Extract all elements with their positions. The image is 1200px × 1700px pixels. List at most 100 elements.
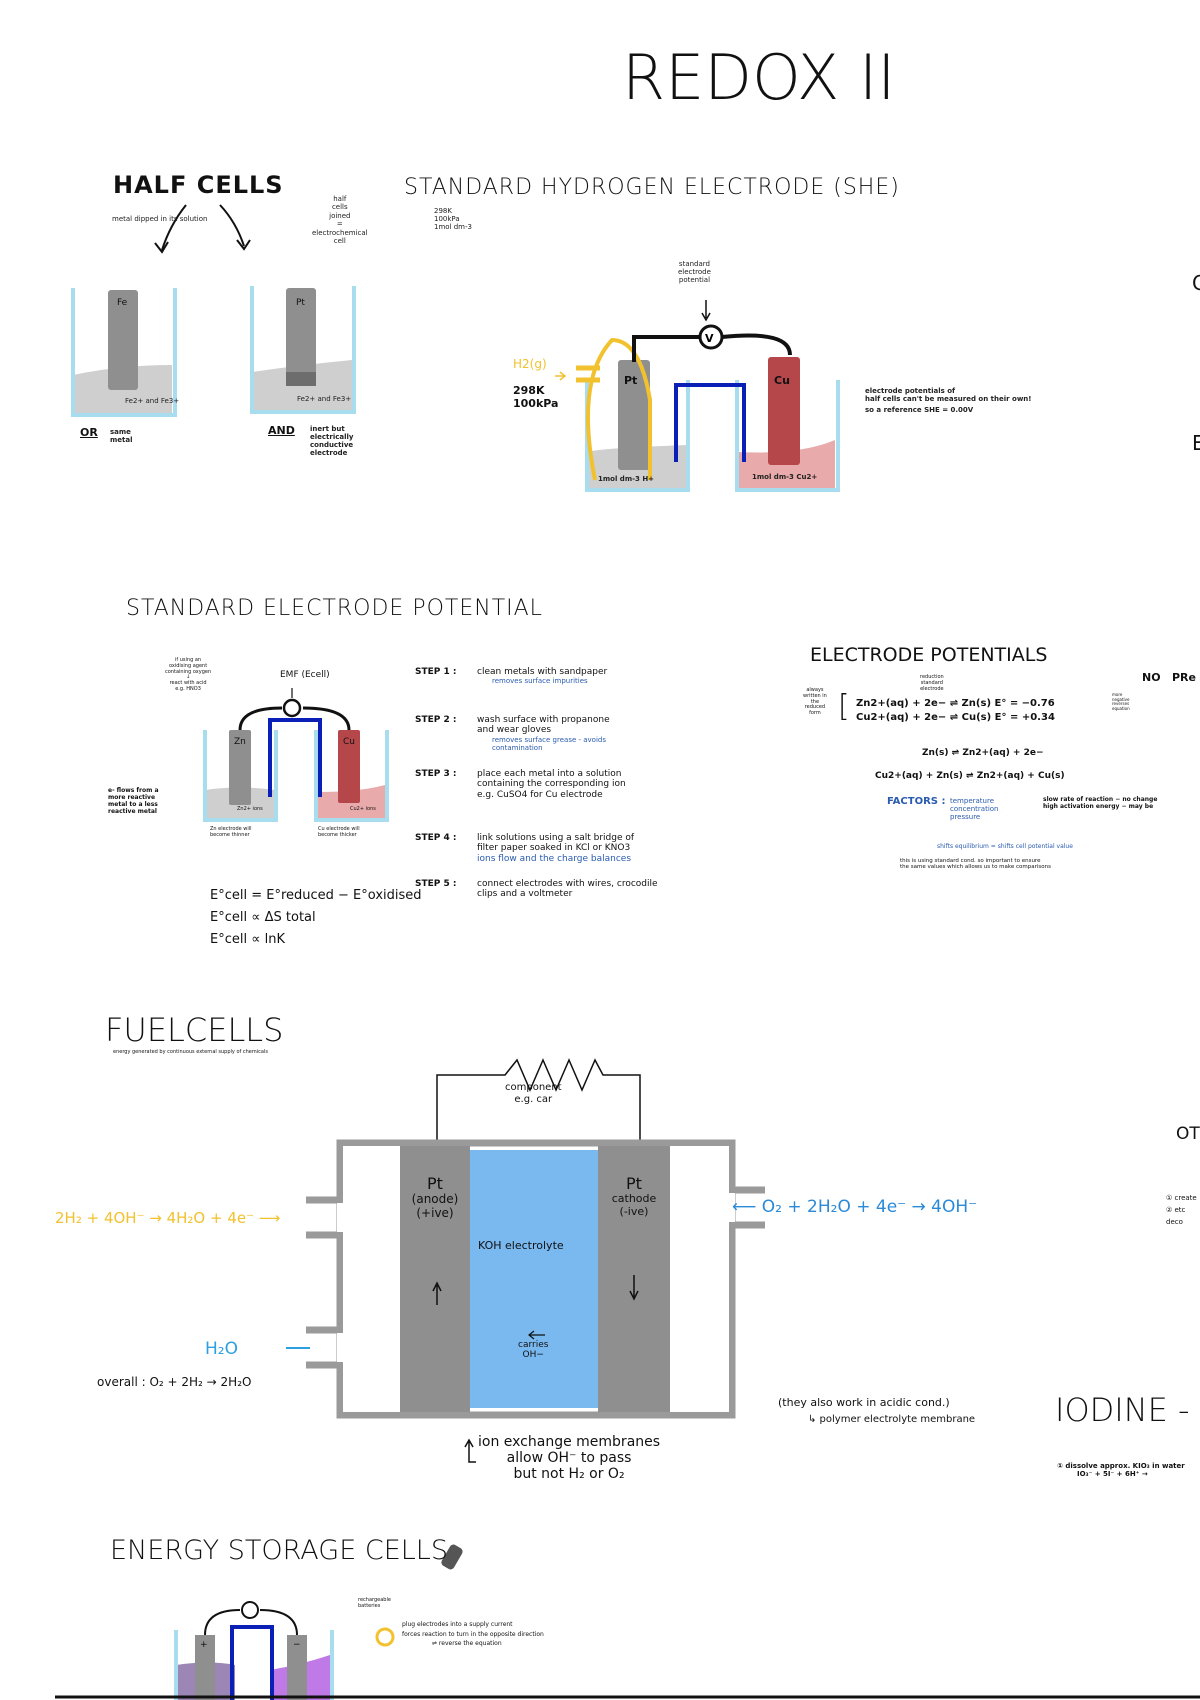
svg-text:V: V bbox=[705, 332, 714, 345]
note-line: batteries bbox=[358, 1602, 381, 1609]
note-line: more reactive bbox=[108, 793, 156, 801]
step-line: connect electrodes with wires, crocodile bbox=[477, 879, 658, 889]
step-note: removes surface impurities bbox=[492, 677, 588, 686]
note-line: more bbox=[1112, 692, 1123, 697]
fuel-cell-diagram bbox=[286, 1058, 765, 1463]
note-line: ① create bbox=[1166, 1194, 1197, 1202]
note-line: standard bbox=[920, 679, 943, 686]
note-line: ② etc bbox=[1166, 1205, 1186, 1214]
condition: 100kPa bbox=[513, 396, 559, 410]
factor: pressure bbox=[950, 813, 981, 822]
emf-label: EMF (Ecell) bbox=[280, 670, 330, 680]
note-line: (+ive) bbox=[416, 1206, 454, 1221]
note-line: form bbox=[809, 710, 821, 716]
condition: 100kPa bbox=[434, 215, 460, 224]
note-line: metal to a less bbox=[108, 800, 158, 808]
note-line: ① dissolve approx. KIO₃ in water bbox=[1057, 1462, 1185, 1470]
step: STEP 4 :link solutions using a salt brid… bbox=[415, 833, 658, 879]
note-line: this is using standard cond. so importan… bbox=[900, 858, 1041, 864]
note-line: reduction bbox=[920, 674, 944, 680]
solution-label: 1mol dm-3 H+ bbox=[598, 475, 655, 483]
equation: E°cell ∝ lnK bbox=[210, 932, 286, 948]
note-line: become thicker bbox=[318, 831, 357, 838]
note-line: the bbox=[810, 698, 820, 705]
she-diagram: V bbox=[555, 300, 840, 492]
half-cell-left bbox=[71, 288, 177, 417]
solution-label: 1mol dm-3 Cu2+ bbox=[752, 473, 818, 481]
note-line: potential bbox=[678, 276, 711, 285]
solution-label: Fe2+ and Fe3+ bbox=[297, 395, 352, 403]
electrolyte-label: KOH electrolyte bbox=[478, 1239, 564, 1252]
overall-reaction: overall : O₂ + 2H₂ → 2H₂O bbox=[97, 1375, 252, 1389]
equation: E°cell ∝ ΔS total bbox=[210, 910, 316, 926]
note-line: carries bbox=[518, 1340, 549, 1350]
note-line: always bbox=[806, 687, 824, 693]
note-line: (-ive) bbox=[619, 1205, 649, 1219]
factor: temperature bbox=[950, 797, 994, 805]
note-line: standard bbox=[678, 260, 710, 268]
reversed-reaction: Zn(s) ⇌ Zn2+(aq) + 2e− bbox=[922, 748, 1044, 758]
gas-label: H2(g) bbox=[513, 357, 547, 371]
fuel-cells-heading: FUELCELLS bbox=[105, 1011, 284, 1049]
negative-terminal: − bbox=[293, 1640, 301, 1650]
step-line: and wear gloves bbox=[477, 725, 552, 736]
note-line: half bbox=[333, 195, 347, 203]
step: STEP 3 :place each metal into a solution… bbox=[415, 769, 658, 833]
note-line: = bbox=[336, 220, 343, 229]
step-line: clips and a voltmeter bbox=[477, 889, 573, 900]
edge-heading: C bbox=[1192, 271, 1200, 295]
note-line: Zn electrode will bbox=[210, 826, 252, 832]
solution-label: Fe2+ and Fe3+ bbox=[125, 397, 180, 405]
note-line: Pt bbox=[427, 1174, 443, 1193]
half-cells-heading: HALF CELLS bbox=[113, 171, 284, 199]
energy-storage-heading: ENERGY STORAGE CELLS bbox=[110, 1535, 448, 1566]
note-line: forces reaction to turn in the opposite … bbox=[402, 1630, 544, 1638]
note-line: equation bbox=[1112, 705, 1130, 711]
reaction-text: 2H₂ + 4OH⁻ → 4H₂O + 4e⁻ bbox=[55, 1209, 255, 1227]
half-cell-right bbox=[250, 286, 356, 414]
note-line: plug electrodes into a supply current bbox=[402, 1621, 513, 1628]
koh-electrolyte bbox=[470, 1150, 598, 1408]
half-cell-arrows bbox=[154, 204, 251, 254]
she-heading: STANDARD HYDROGEN ELECTRODE (SHE) bbox=[404, 175, 900, 200]
recharge-icon bbox=[375, 1627, 395, 1647]
condition: 298K bbox=[513, 384, 545, 397]
note-line: inert but bbox=[310, 425, 345, 433]
note-line: reverses bbox=[1112, 701, 1130, 707]
recharge-notes: plug electrodes into a supply current for… bbox=[402, 1620, 544, 1649]
iodine-heading: IODINE - S bbox=[1055, 1391, 1200, 1429]
step-line: place each metal into a solution bbox=[477, 769, 622, 779]
sep-diagram bbox=[203, 688, 389, 822]
standard-note: this is using standard cond. so importan… bbox=[900, 858, 1051, 871]
note-line: half cells can't be measured on their ow… bbox=[865, 395, 1032, 404]
electrode-label: Fe bbox=[117, 298, 128, 308]
note-line: conductive bbox=[310, 441, 354, 450]
step-line: wash surface with propanone bbox=[477, 715, 610, 725]
note-line: containing oxygen bbox=[165, 668, 212, 675]
note-line: allow OH⁻ to pass bbox=[506, 1450, 632, 1467]
fe-electrode bbox=[108, 290, 138, 390]
note-line: negative bbox=[1112, 696, 1130, 702]
factors-label: FACTORS : bbox=[887, 796, 946, 807]
step-line: filter paper soaked in KCl or KNO3 bbox=[477, 843, 631, 854]
note-line: cells bbox=[331, 203, 348, 212]
note-line: electrochemical bbox=[312, 228, 368, 237]
condition: 1mol dm-3 bbox=[434, 223, 472, 232]
note-line: become thinner bbox=[210, 831, 250, 838]
note-line: joined bbox=[329, 211, 351, 220]
